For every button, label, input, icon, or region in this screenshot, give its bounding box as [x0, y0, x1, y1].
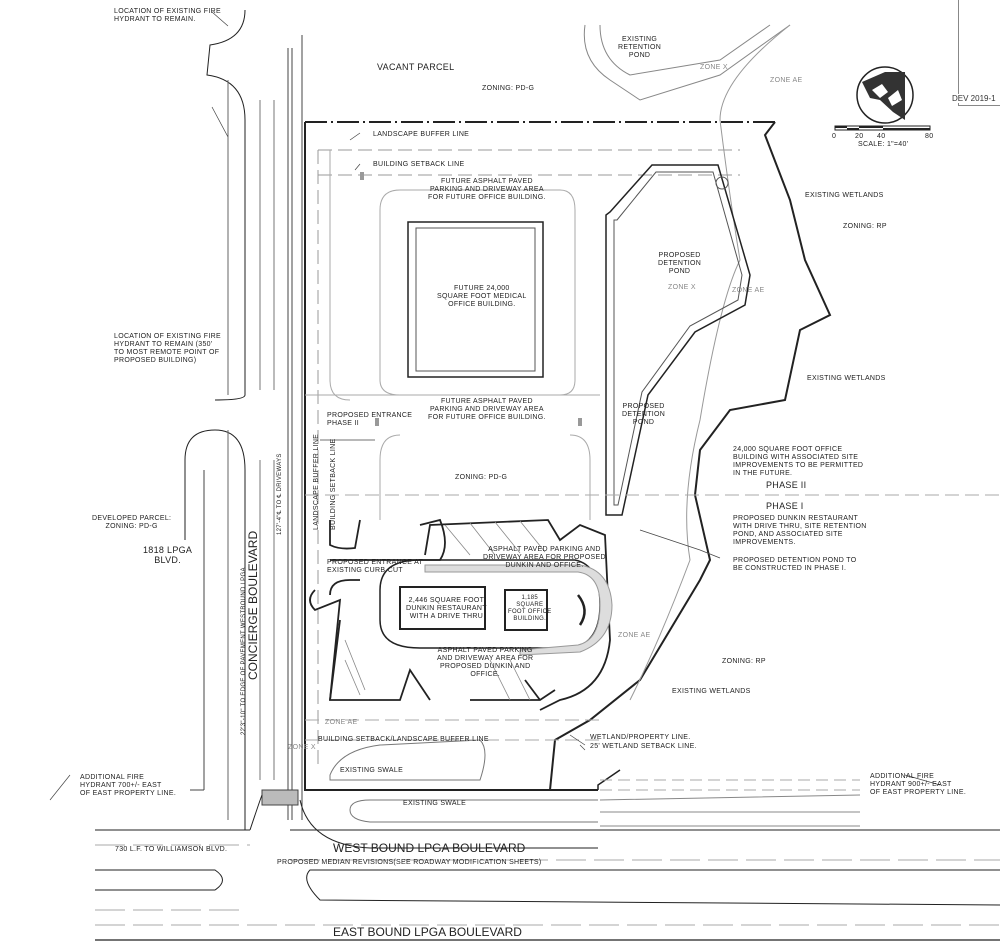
label-developed-parcel: DEVELOPED PARCEL: ZONING: PD-G	[92, 515, 172, 530]
label-detention-phase1: PROPOSED DETENTION POND TO BE CONSTRUCTE…	[733, 557, 857, 572]
scale-tick-0: 0	[832, 133, 837, 140]
label-office-building: 1,185 SQUARE FOOT OFFICE BUILDING.	[508, 595, 552, 622]
label-westbound-lpga: WEST BOUND LPGA BOULEVARD	[333, 841, 526, 855]
future-office-building	[407, 221, 544, 378]
label-wetland-property-line: WETLAND/PROPERTY LINE.	[590, 734, 691, 741]
label-proposed-detention-1: PROPOSED DETENTION POND	[658, 252, 702, 275]
label-zone-ae-bottom: ZONE AE	[325, 719, 358, 726]
label-future-parking-top: FUTURE ASPHALT PAVED PARKING AND DRIVEWA…	[428, 178, 546, 201]
label-zone-x-pond: ZONE X	[668, 284, 696, 291]
label-zoning-rp-2: ZONING: RP	[722, 658, 766, 665]
label-zone-x-bottom: ZONE X	[288, 744, 316, 751]
label-building-setback-vertical: BUILDING SETBACK LINE	[330, 438, 337, 531]
concierge-boulevard	[184, 9, 598, 849]
office-building	[504, 589, 548, 631]
label-phase2-desc: 24,000 SQUARE FOOT OFFICE BUILDING WITH …	[733, 446, 864, 477]
label-address: 1818 LPGA BLVD.	[143, 545, 193, 565]
scale-tick-20: 20	[855, 133, 864, 140]
title-block	[958, 0, 1000, 106]
label-zone-ae-pond: ZONE AE	[732, 287, 765, 294]
scale-tick-40: 40	[877, 133, 886, 140]
label-zoning-rp-1: ZONING: RP	[843, 223, 887, 230]
zone-boundary	[629, 24, 791, 701]
label-concierge-boulevard: CONCIERGE BOULEVARD	[246, 530, 260, 680]
label-proposed-detention-2: PROPOSED DETENTION POND	[622, 403, 666, 426]
label-zone-ae-dunkin: ZONE AE	[618, 632, 651, 639]
label-zone-ae-top: ZONE AE	[770, 77, 803, 84]
note-hydrant-top: LOCATION OF EXISTING FIRE HYDRANT TO REM…	[114, 8, 221, 23]
note-hydrant-mid: LOCATION OF EXISTING FIRE HYDRANT TO REM…	[114, 333, 221, 364]
scale-label: SCALE: 1"=40'	[858, 141, 909, 148]
label-driveways-dimension: 127'-4"℄ TO ℄ DRIVEWAYS	[277, 453, 283, 535]
existing-swale	[329, 739, 598, 823]
label-asphalt-bottom: ASPHALT PAVED PARKING AND DRIVEWAY AREA …	[437, 647, 534, 678]
label-setback-buffer: BUILDING SETBACK/LANDSCAPE BUFFER LINE	[318, 736, 489, 743]
label-vacant-parcel: VACANT PARCEL	[377, 62, 455, 72]
label-future-parking-bottom: FUTURE ASPHALT PAVED PARKING AND DRIVEWA…	[428, 398, 546, 421]
scale-tick-80: 80	[925, 133, 934, 140]
label-williamson: 730 L.F. TO WILLIAMSON BLVD.	[115, 846, 228, 853]
label-existing-wetlands-3: EXISTING WETLANDS	[672, 688, 751, 695]
north-arrow-icon	[856, 66, 914, 124]
label-zone-x-top: ZONE X	[700, 64, 728, 71]
label-phase1: PHASE I	[766, 501, 804, 511]
label-landscape-buffer: LANDSCAPE BUFFER LINE	[373, 131, 470, 138]
label-asphalt-top: ASPHALT PAVED PARKING AND DRIVEWAY AREA …	[483, 546, 606, 569]
note-hydrant-east: ADDITIONAL FIRE HYDRANT 900+/- EAST OF E…	[870, 773, 967, 796]
drawing-number: DEV 2019-1	[951, 94, 997, 103]
proposed-detention-pond	[605, 164, 751, 516]
label-dunkin-building: 2,446 SQUARE FOOT DUNKIN RESTAURANT WITH…	[406, 597, 487, 620]
label-building-setback: BUILDING SETBACK LINE	[373, 161, 465, 168]
parking-hatch	[344, 520, 546, 701]
label-zoning-pdg-top: ZONING: PD-G	[482, 85, 535, 92]
future-development	[305, 150, 600, 520]
property-boundary	[304, 121, 832, 791]
label-retention-pond: EXISTING RETENTION POND	[618, 36, 662, 59]
label-existing-wetlands-1: EXISTING WETLANDS	[805, 192, 884, 199]
label-phase2: PHASE II	[766, 480, 807, 490]
leader-lines	[49, 11, 941, 801]
label-wetland-setback-line: 25' WETLAND SETBACK LINE.	[590, 743, 697, 750]
label-edge-dimension: 22'3"-10" TO EDGE OF PAVEMENT WESTBOUND …	[241, 567, 247, 735]
lpga-boulevard	[95, 829, 1000, 941]
label-landscape-buffer-vertical: LANDSCAPE BUFFER LINE	[313, 433, 320, 530]
scale-bar	[834, 125, 931, 131]
drive-thru-lane	[424, 564, 613, 656]
label-eastbound-lpga: EAST BOUND LPGA BOULEVARD	[333, 925, 522, 939]
label-entrance-curb-cut: PROPOSED ENTRANCE AT EXISTING CURB CUT	[327, 559, 424, 574]
existing-retention-pond	[583, 24, 791, 101]
label-phase1-desc: PROPOSED DUNKIN RESTAURANT WITH DRIVE TH…	[733, 515, 867, 546]
note-hydrant-west: ADDITIONAL FIRE HYDRANT 700+/- EAST OF E…	[80, 774, 177, 797]
label-existing-wetlands-2: EXISTING WETLANDS	[807, 375, 886, 382]
label-zoning-pdg-mid: ZONING: PD-G	[455, 474, 508, 481]
label-existing-swale-2: EXISTING SWALE	[403, 800, 467, 807]
label-future-building: FUTURE 24,000 SQUARE FOOT MEDICAL OFFICE…	[437, 285, 527, 308]
label-entrance-phase2: PROPOSED ENTRANCE PHASE II	[327, 412, 413, 427]
label-existing-swale-1: EXISTING SWALE	[340, 767, 404, 774]
dunkin-restaurant-building	[399, 586, 486, 630]
label-median-revisions: PROPOSED MEDIAN REVISIONS(SEE ROADWAY MO…	[277, 859, 542, 866]
